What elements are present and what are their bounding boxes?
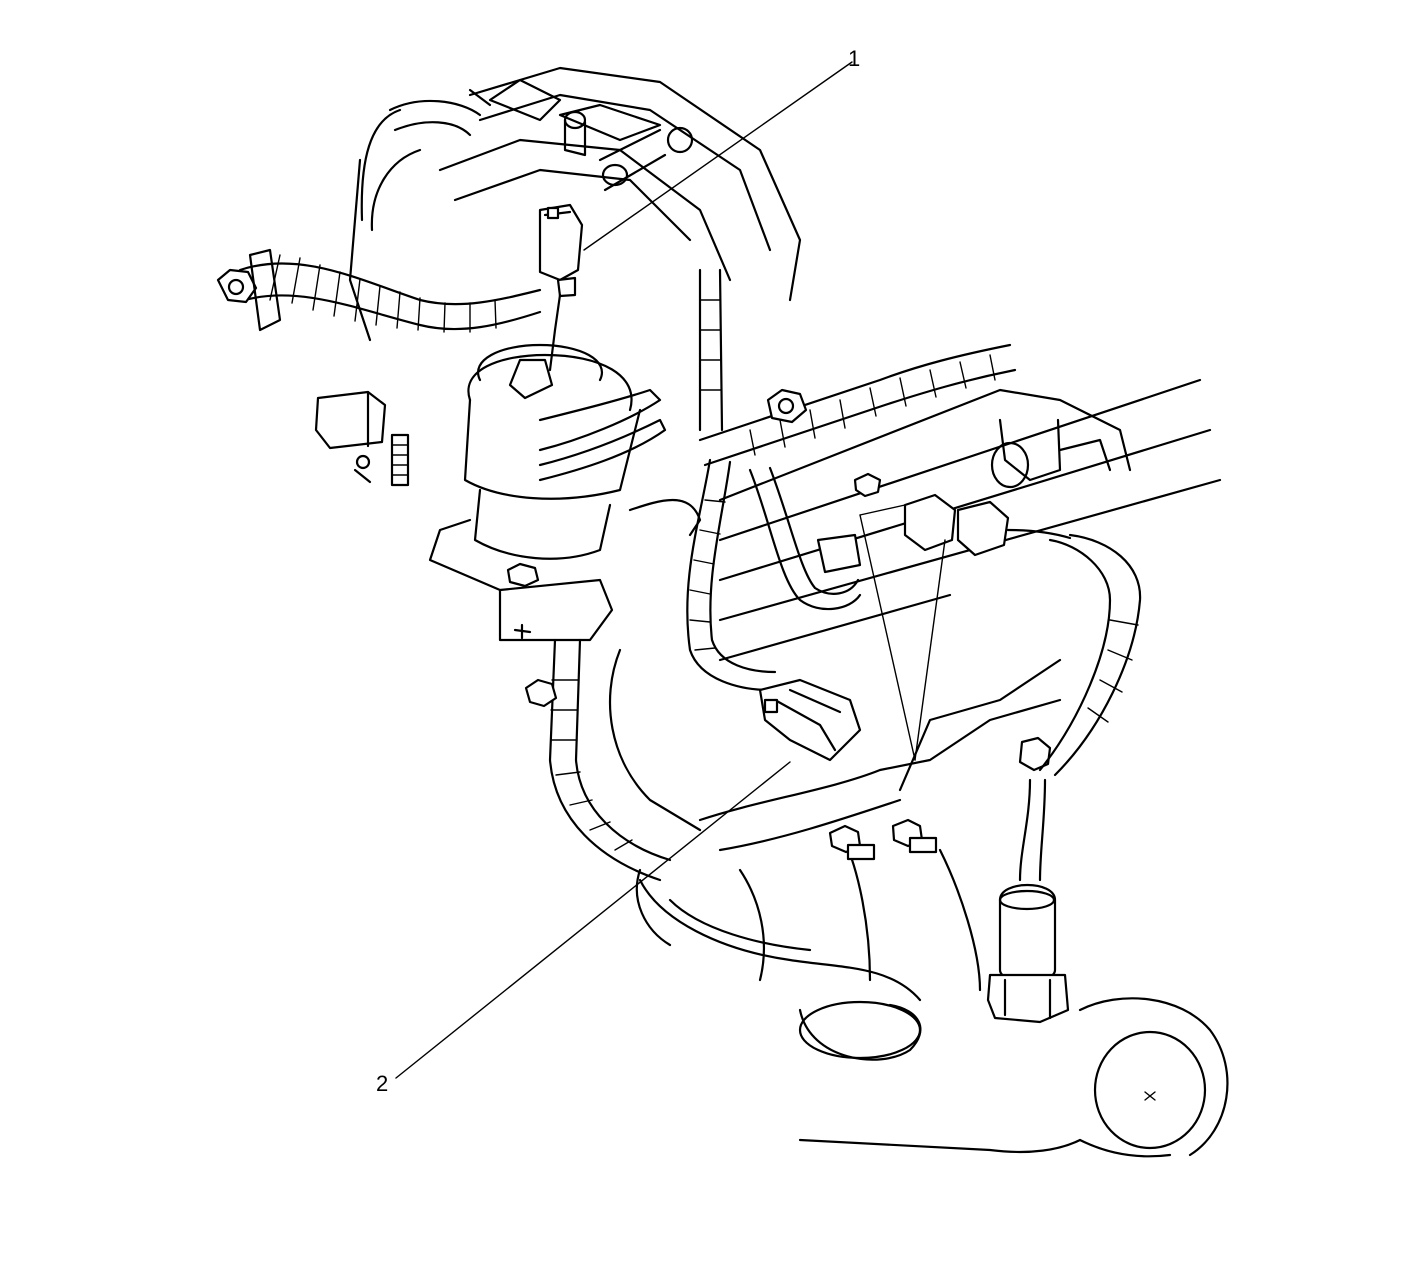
o2-sensor-wiring <box>1038 533 1142 777</box>
connector-pair-right <box>903 493 1072 557</box>
left-nut <box>216 268 258 304</box>
fitting-top <box>563 110 694 192</box>
small-block-left <box>314 390 387 450</box>
cylinder-head-lower-right <box>798 997 1229 1158</box>
pcv-hose <box>388 88 492 137</box>
small-fitting-left <box>353 454 372 484</box>
harness-nut-right <box>766 388 808 424</box>
right-wiring-harness <box>698 268 1017 467</box>
callout-1-leader <box>583 61 853 251</box>
callout-2: 2 <box>376 761 791 1096</box>
exhaust-studs <box>828 818 938 861</box>
left-wiring-harness <box>238 254 542 333</box>
lower-wiring-harness <box>548 638 672 882</box>
sensor-2-connector <box>758 678 862 762</box>
sensor-1-connector <box>538 203 584 332</box>
callout-bracket-lines <box>859 504 946 761</box>
callout-1-label: 1 <box>848 46 860 71</box>
callout-2-leader <box>395 761 791 1079</box>
exhaust-manifold <box>608 648 1062 1061</box>
center-wiring-harness <box>686 458 862 692</box>
small-stud-left <box>390 433 410 487</box>
manifold-bracket <box>816 472 882 574</box>
left-bracket <box>248 248 282 332</box>
oxygen-sensor <box>986 736 1070 1024</box>
sensor-1-wire <box>548 328 557 372</box>
callout-2-label: 2 <box>376 1071 388 1096</box>
intake-manifold <box>718 378 1222 662</box>
egr-bolt <box>498 562 614 642</box>
callout-1: 1 <box>583 46 860 251</box>
egr-valve-body <box>428 343 702 592</box>
lower-nut-left <box>524 678 558 708</box>
